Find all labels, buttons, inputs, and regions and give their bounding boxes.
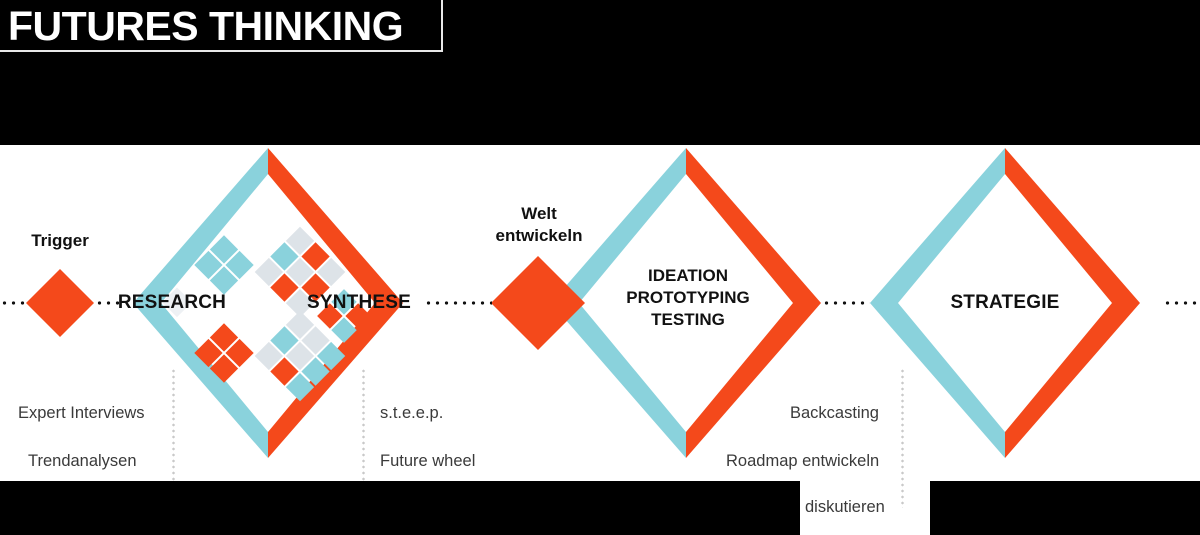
divider-ideation	[901, 368, 904, 508]
stage-label-strategie: STRATEGIE	[950, 292, 1060, 313]
method-ideation-3: diskutieren	[805, 498, 885, 516]
connector-trigger-research	[95, 301, 119, 305]
node-label-welt-line2: entwickeln	[495, 226, 583, 245]
divider-synthese	[362, 368, 365, 482]
method-research-1: Expert Interviews	[18, 404, 145, 422]
node-label-trigger: Trigger	[31, 231, 89, 250]
connector-synthese-welt	[424, 301, 492, 305]
connector-ideation-strategie	[822, 301, 870, 305]
stage-label-ideation-line1: IDEATION	[648, 266, 728, 285]
method-ideation-2: Roadmap entwickeln	[726, 452, 880, 470]
stage-label-research: RESEARCH	[117, 292, 227, 313]
method-synthese-1: s.t.e.e.p.	[380, 404, 444, 422]
stage-label-synthese: SYNTHESE	[306, 292, 411, 313]
node-label-welt-entwickeln: Welt entwickeln	[446, 203, 632, 247]
method-research-2: Trendanalysen	[28, 452, 137, 470]
divider-research	[172, 368, 175, 482]
connector-end	[1163, 301, 1200, 305]
page-title: FUTURES THINKING	[8, 3, 404, 49]
stage-label-ideation: IDEATION PROTOTYPING TESTING	[614, 265, 762, 331]
stage-label-ideation-line2: PROTOTYPING	[626, 288, 750, 307]
connector-start	[0, 301, 26, 305]
method-ideation-1: Backcasting	[790, 404, 879, 422]
stage-label-ideation-line3: TESTING	[651, 310, 725, 329]
title-bar: FUTURES THINKING	[0, 0, 443, 52]
node-label-welt-line1: Welt	[521, 204, 557, 223]
method-synthese-2: Future wheel	[380, 452, 476, 470]
diagram-panel-extension	[800, 481, 930, 535]
